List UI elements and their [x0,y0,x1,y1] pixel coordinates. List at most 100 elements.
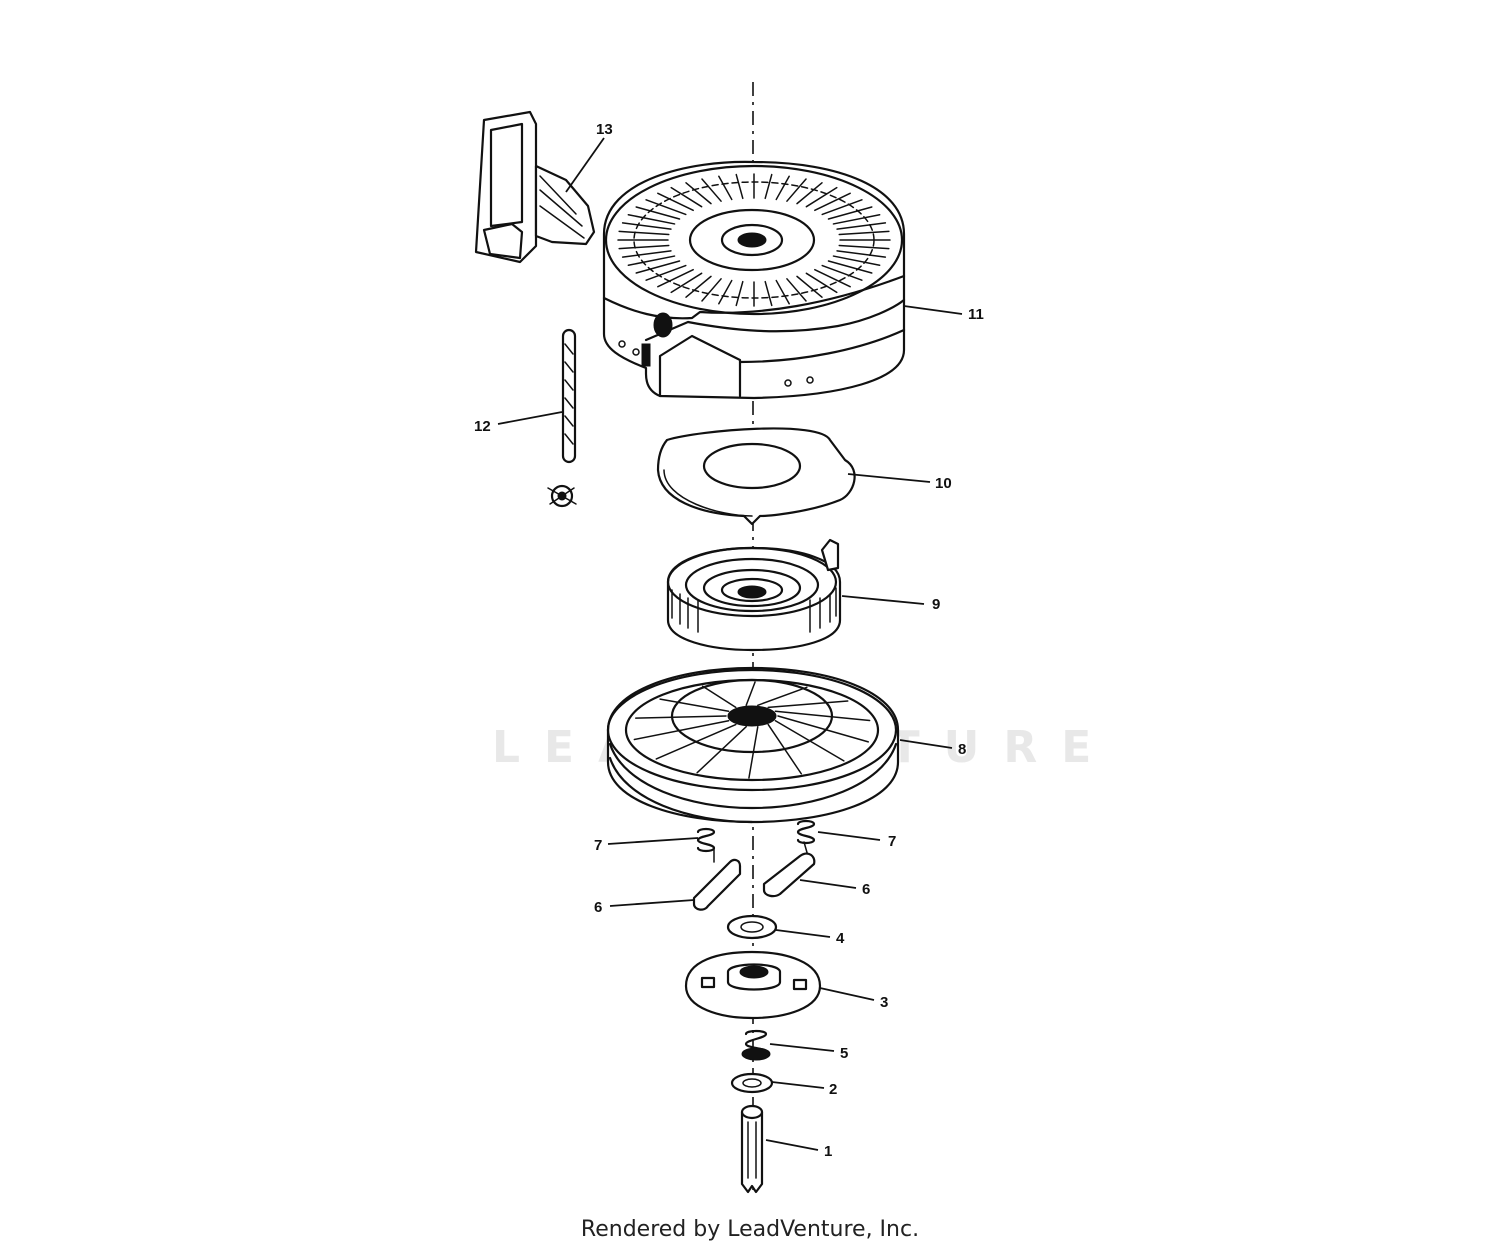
pulley-vane [777,715,870,743]
housing-fin [796,275,823,298]
callout-6-right: 6 [862,881,870,898]
housing-fin [718,175,733,201]
pulley-vane [659,698,730,712]
callout-13: 13 [596,121,613,138]
part-2-washer [730,1072,774,1094]
housing-fin [836,250,887,258]
housing-fin [805,272,838,294]
part-4-washer [726,914,778,940]
housing-fin [685,182,712,205]
housing-fin [645,199,687,216]
housing-fin [645,264,687,281]
pulley-vane [633,720,730,741]
housing-fin [701,178,722,202]
leader-10 [847,473,931,483]
leader-11 [903,305,963,315]
leader-3 [819,987,875,1001]
callout-11: 11 [968,306,984,323]
pulley-vane [748,725,759,779]
leader-13 [565,137,605,193]
callout-1: 1 [824,1143,832,1160]
housing-fin [621,222,672,230]
housing-fin [836,222,887,230]
housing-fin [735,173,744,200]
pulley-vane [701,685,737,709]
leader-5 [769,1043,835,1052]
housing-fin [701,278,722,302]
part-13-handle [474,110,596,264]
callout-2: 2 [829,1081,837,1098]
housing-fin [735,280,744,307]
pulley-vane [757,686,808,707]
housing-fin [618,244,670,250]
callout-4: 4 [836,930,845,947]
housing-fin [786,178,807,202]
part-6-pawl-left [692,858,742,911]
callout-9: 9 [932,596,940,613]
housing-fin [838,244,890,250]
housing-fin [657,192,694,212]
callout-6-left: 6 [594,899,602,916]
housing-fin [814,268,851,288]
housing-fin [635,260,681,274]
housing-fin [814,192,851,212]
leader-7-left [607,837,699,845]
part-3-pawl-retainer [684,950,822,1020]
housing-fin [621,250,672,258]
housing-fin [764,280,773,307]
leader-6-right [799,879,857,889]
pulley-vane [696,725,747,774]
housing-fin [657,268,694,288]
callout-12: 12 [474,418,491,435]
housing-fin [832,255,881,267]
callout-10: 10 [935,475,952,492]
housing-fin [786,278,807,302]
housing-fin [685,275,712,298]
part-5-brake-spring [741,1029,771,1061]
pulley-vane [655,723,737,760]
housing-fin [838,230,890,236]
pulley-vane [634,715,727,719]
housing-fin [821,199,863,216]
callout-3: 3 [880,994,888,1011]
leader-8 [899,739,953,749]
part-9-recoil-spring [666,538,842,652]
pulley-vane [767,700,849,709]
housing-fin [618,230,670,236]
housing-fin [627,255,676,267]
housing-fin [718,279,733,305]
housing-fin [635,206,681,220]
housing-fin [775,175,790,201]
footer-credit: Rendered by LeadVenture, Inc. [581,1217,919,1242]
leader-2 [771,1081,825,1089]
part-6-pawl-right [762,852,816,898]
housing-fin [670,186,703,208]
housing-fin [764,173,773,200]
pulley-vane [774,720,845,762]
housing-fin [827,260,873,274]
part-12-starter-rope [547,328,577,508]
leader-4 [775,929,831,938]
leader-1 [765,1139,819,1151]
housing-fin [670,272,703,294]
housing-fin [827,206,873,220]
part-7-pawl-spring-left [696,827,716,863]
housing-fin [832,213,881,225]
callout-8: 8 [958,741,966,758]
part-8-rope-pulley [606,666,900,824]
housing-fin [796,182,823,205]
part-11-starter-housing [602,160,906,400]
leader-12 [497,411,563,425]
pulley-vane [774,710,871,722]
leader-7-right [817,831,881,841]
leader-6-left [609,899,695,907]
part-1-center-pin [740,1104,764,1194]
leader-9 [841,595,925,605]
housing-fin [821,264,863,281]
part-7-pawl-spring-right [796,819,816,857]
pulley-vane [745,681,756,707]
callout-5: 5 [840,1045,848,1062]
part-10-spring-cover-plate [656,427,856,526]
